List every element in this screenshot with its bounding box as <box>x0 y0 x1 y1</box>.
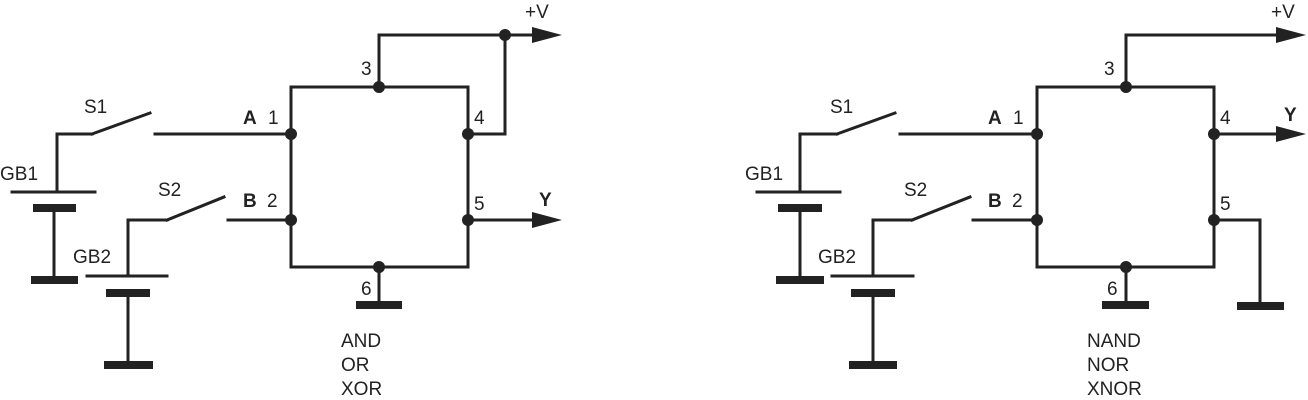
left-pin6-label: 6 <box>361 279 372 300</box>
right-input-b-label: B <box>988 191 1002 212</box>
right-gate-xnor: XNOR <box>1087 379 1142 400</box>
right-battery2-label: GB2 <box>818 247 856 268</box>
right-switch2-wire <box>871 218 914 278</box>
left-junction-pin5 <box>462 214 474 226</box>
right-junction-pin5 <box>1208 214 1220 226</box>
left-gate-xor: XOR <box>341 379 382 400</box>
left-switch1-blade <box>90 111 152 136</box>
right-pin5-label: 5 <box>1220 194 1231 215</box>
left-chip-body <box>289 85 470 269</box>
right-supply-line <box>1124 33 1280 89</box>
right-gate-nor: NOR <box>1087 355 1129 376</box>
left-junction-pin2 <box>285 214 297 226</box>
left-input-b-label: B <box>243 191 257 212</box>
right-pin2-label: 2 <box>1012 191 1023 212</box>
right-junction-pin2 <box>1031 214 1043 226</box>
right-switch1-wire <box>798 132 839 194</box>
right-switch2-label: S2 <box>904 180 927 201</box>
left-battery1-label: GB1 <box>0 164 38 185</box>
left-pin1-label: 1 <box>268 108 279 129</box>
right-junction-pin4 <box>1208 128 1220 140</box>
left-junction-pin6 <box>373 261 385 273</box>
right-switch1-label: S1 <box>830 97 853 118</box>
right-battery1-label: GB1 <box>745 164 783 185</box>
left-battery2-label: GB2 <box>73 247 111 268</box>
left-switch1-label: S1 <box>84 97 107 118</box>
left-junction-supply <box>499 29 511 41</box>
left-pin2-label: 2 <box>267 191 278 212</box>
right-gate-nand: NAND <box>1087 331 1141 352</box>
right-pin4-label: 4 <box>1220 108 1231 129</box>
left-supply-wire <box>377 33 507 89</box>
right-switch2-blade <box>910 195 972 222</box>
left-input-a-label: A <box>243 108 257 129</box>
left-supply-arrow <box>532 27 562 43</box>
right-supply-arrow <box>1276 27 1306 43</box>
right-switch1-blade <box>835 111 897 136</box>
left-switch2-wire <box>126 218 169 278</box>
right-supply-label: +V <box>1271 2 1295 23</box>
right-circuit: +V S1 S2 GB1 GB2 A B Y 1 2 3 4 5 6 NAND … <box>745 2 1306 400</box>
left-pin4-wire <box>466 33 507 136</box>
right-chip-body <box>1035 85 1216 269</box>
right-junction-pin6 <box>1120 261 1132 273</box>
left-circuit: +V S1 S2 GB1 GB2 A B Y 1 2 3 4 5 6 AND O… <box>0 2 562 400</box>
left-gate-and: AND <box>341 331 381 352</box>
right-junction-pin3 <box>1120 81 1132 93</box>
left-junction-pin1 <box>285 128 297 140</box>
left-output-label: Y <box>539 190 552 211</box>
left-switch2-blade <box>165 195 226 222</box>
right-junction-pin1 <box>1031 128 1043 140</box>
right-pin6-label: 6 <box>1107 279 1118 300</box>
left-pin4-label: 4 <box>474 108 485 129</box>
left-supply-label: +V <box>525 2 549 23</box>
left-switch2-label: S2 <box>158 180 181 201</box>
left-gate-or: OR <box>341 355 370 376</box>
left-pin5-label: 5 <box>474 194 485 215</box>
right-pin3-label: 3 <box>1104 59 1115 80</box>
right-output-label: Y <box>1284 105 1297 126</box>
right-input-a-label: A <box>988 108 1002 129</box>
right-pin5-wire <box>1212 218 1262 308</box>
right-pin1-label: 1 <box>1013 108 1024 129</box>
left-switch1-wire <box>55 132 94 194</box>
right-output-arrow <box>1276 126 1306 142</box>
left-pin3-label: 3 <box>361 59 372 80</box>
left-junction-pin4 <box>462 128 474 140</box>
left-junction-pin3 <box>373 81 385 93</box>
left-output-arrow <box>532 212 562 228</box>
